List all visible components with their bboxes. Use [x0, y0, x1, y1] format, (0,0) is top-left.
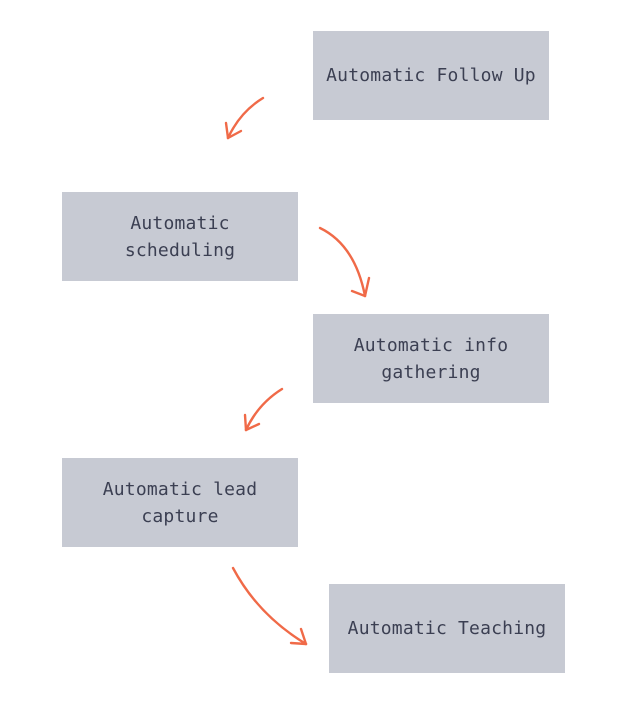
step-label-scheduling: Automatic scheduling: [124, 212, 236, 261]
step-box-teaching: Automatic Teaching: [329, 584, 565, 673]
arrow-follow-up-to-scheduling: [224, 96, 265, 140]
step-label-follow-up: Automatic Follow Up: [326, 65, 536, 86]
step-label-teaching: Automatic Teaching: [347, 618, 547, 639]
step-box-scheduling: Automatic scheduling: [62, 192, 298, 281]
arrow-scheduling-to-info-gathering: [318, 226, 371, 298]
step-box-lead-capture: Automatic lead capture: [62, 458, 298, 547]
step-box-follow-up: Automatic Follow Up: [313, 31, 549, 120]
step-box-info-gathering: Automatic info gathering: [313, 314, 549, 403]
arrow-lead-capture-to-teaching: [231, 566, 308, 646]
step-label-lead-capture: Automatic lead capture: [102, 478, 258, 527]
arrow-info-gathering-to-lead-capture: [243, 387, 284, 432]
step-label-info-gathering: Automatic info gathering: [353, 334, 509, 383]
